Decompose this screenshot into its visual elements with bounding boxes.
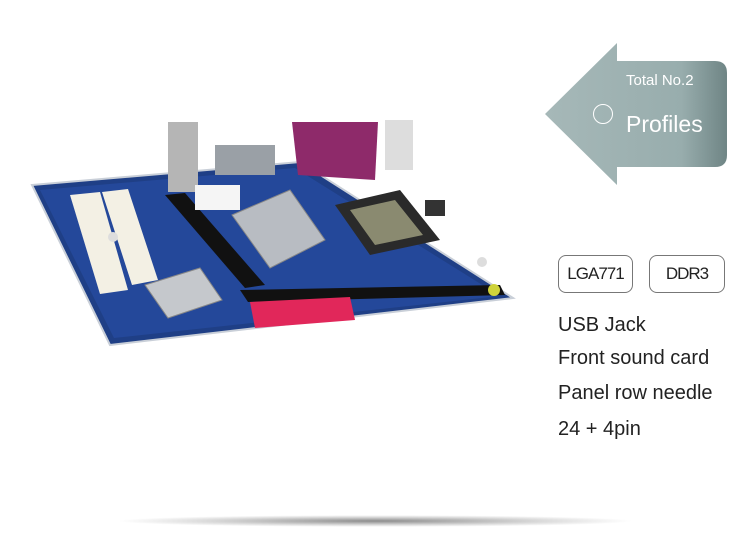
left-arrow-icon [545,43,727,185]
motherboard-image [0,0,540,360]
tag-socket: LGA771 [558,255,633,293]
feature-item: Panel row needle [558,382,713,404]
tag-memory: DDR3 [649,255,725,293]
feature-item: Front sound card [558,347,710,369]
product-shadow [115,515,635,527]
feature-item: USB Jack [558,314,646,336]
feature-item: 24 + 4pin [558,418,641,440]
badge-title: Profiles [626,111,703,137]
profiles-badge: Total No.2 Profiles [545,43,727,185]
circle-icon [593,104,613,124]
badge-total: Total No.2 [626,72,694,89]
